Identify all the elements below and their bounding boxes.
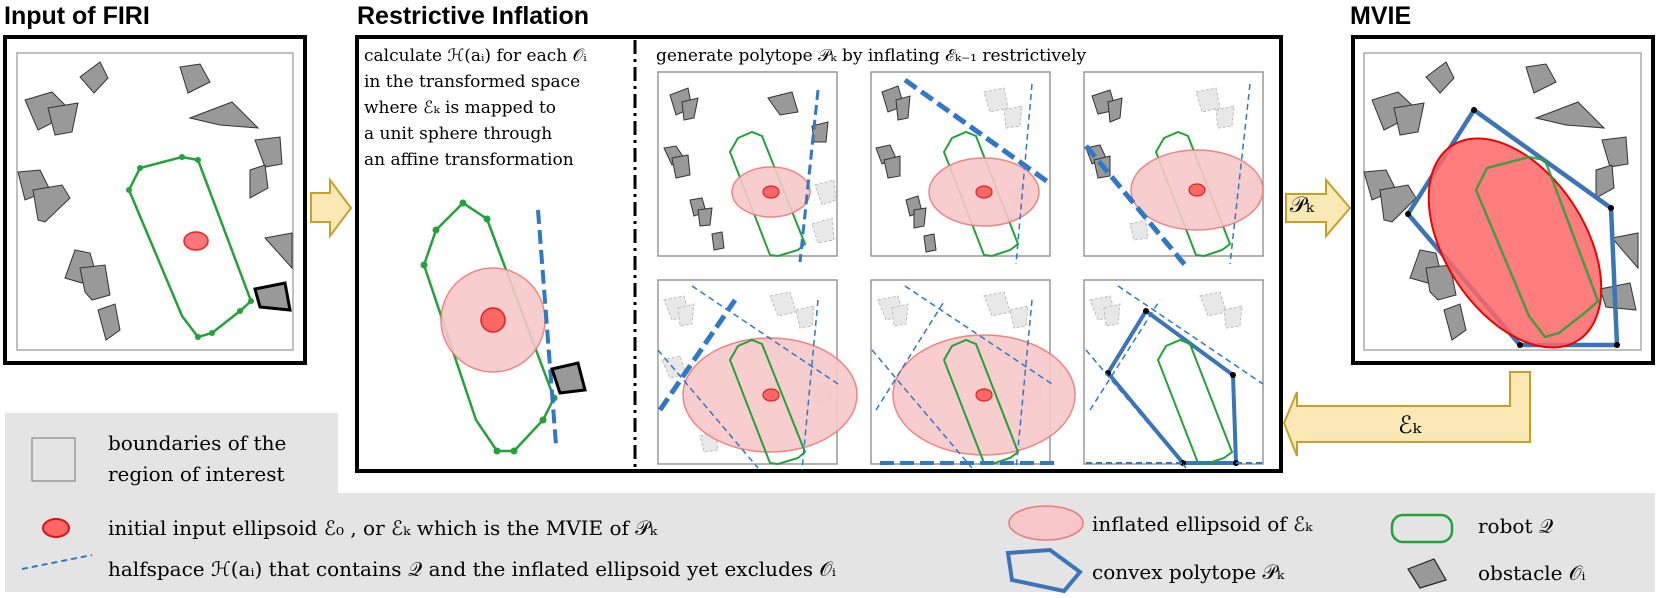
legend-inflated-icon [1008,505,1084,541]
transformed-robot-vertices [420,199,558,455]
generate-desc: generate polytope 𝒫ₖ by inflating ℰₖ₋₁ r… [656,46,1087,66]
step-3-content [1084,83,1264,267]
legend-robot-icon [1390,513,1454,544]
restrictive-desc-line-3: where ℰₖ is mapped to [364,98,557,118]
mvie-region-boundary [1363,52,1642,351]
legend-halfspace: halfspace ℋ(aᵢ) that contains 𝒬 and the … [108,557,836,581]
legend-boundary-line-1: boundaries of the [108,431,287,455]
legend-ellipse-icon [42,518,70,538]
restrictive-desc-line-4: a unit sphere through [364,124,553,144]
legend-halfspace-icon [21,554,93,570]
legend-inflated: inflated ellipsoid of ℰₖ [1092,512,1313,536]
input-obstacles [17,61,293,341]
transformed-obstacle [550,361,587,395]
step-5-content [871,285,1076,471]
legend-boundary-line-2: region of interest [108,462,285,486]
legend-obstacle-icon [1407,558,1447,589]
arrow-ek-label: ℰₖ [1398,411,1422,439]
step-4-content [657,285,858,471]
step-2-content [875,77,1050,265]
legend-boundary-icon [31,437,76,482]
unit-sphere-core [480,307,506,333]
arrow-to-restrictive [310,177,353,239]
restrictive-desc-line-2: in the transformed space [364,72,581,92]
legend-obstacle: obstacle 𝒪ᵢ [1478,561,1586,585]
legend-polytope-icon [1005,547,1083,594]
mvie-ellipse [1427,137,1603,349]
input-robot-vertices [126,154,254,340]
step-1-content [663,87,837,263]
restrictive-desc-line-5: an affine transformation [364,150,574,170]
legend-robot: robot 𝒬 [1478,514,1554,538]
legend-background [5,413,1655,592]
input-ellipse [183,231,209,251]
input-robot [127,155,253,339]
title-restrictive: Restrictive Inflation [357,2,589,30]
input-region-boundary [16,52,294,351]
input-highlight-obstacle [253,281,292,312]
arrow-ek [1282,371,1531,457]
step-6-content [1085,285,1264,469]
restrictive-desc-line-1: calculate ℋ(aᵢ) for each 𝒪ᵢ [364,46,587,66]
legend-polytope: convex polytope 𝒫ₖ [1092,560,1285,584]
title-input: Input of FIRI [4,2,150,30]
mvie-robot [1474,155,1600,339]
title-mvie: MVIE [1350,2,1412,30]
mvie-polytope-vertices [1405,107,1620,348]
mvie-obstacles [1363,61,1639,341]
arrow-pk [1285,177,1352,239]
legend-initial: initial input ellipsoid ℰ₀ , or ℰₖ which… [108,516,658,540]
arrow-pk-label: 𝒫ₖ [1290,193,1314,218]
